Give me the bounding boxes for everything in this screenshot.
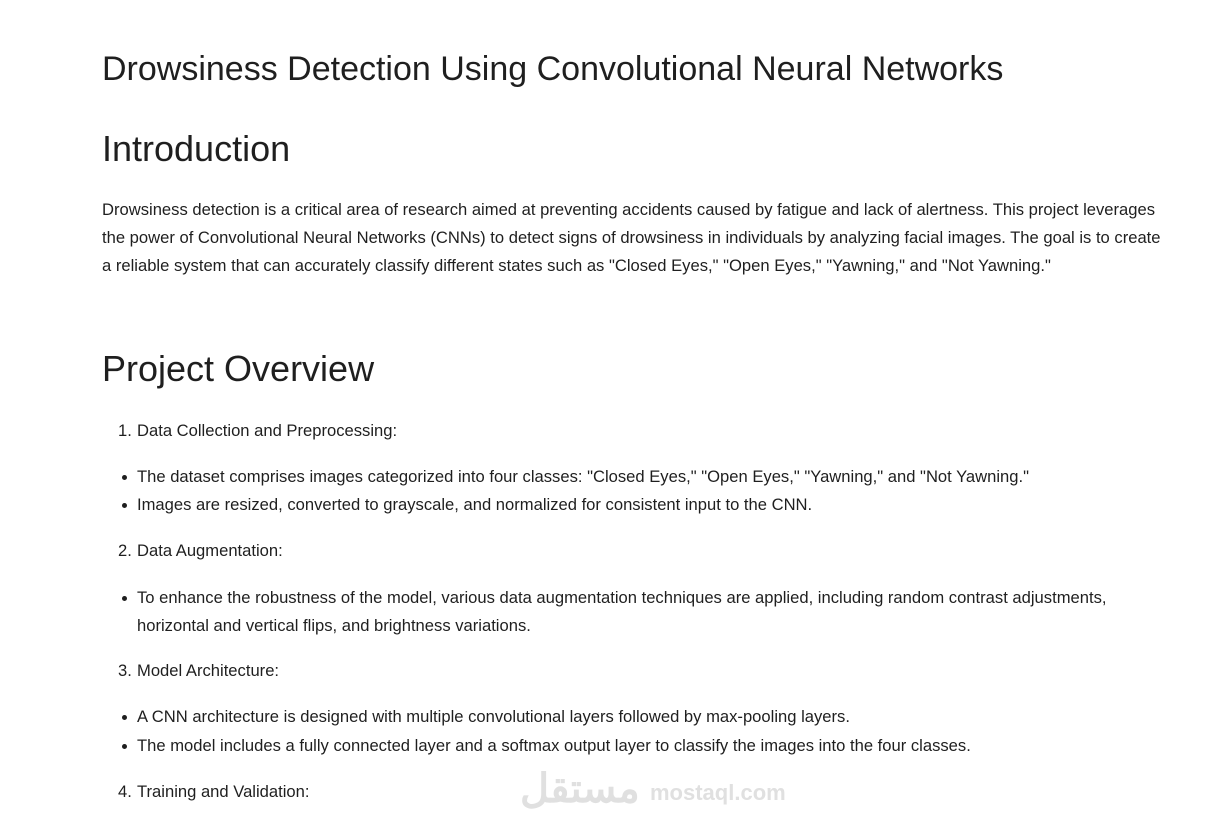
watermark-logo: مستقل bbox=[520, 767, 640, 811]
list-label: Data Augmentation: bbox=[137, 541, 283, 560]
list-item-1: 1. Data Collection and Preprocessing: bbox=[118, 417, 1167, 445]
bullet-item: The model includes a fully connected lay… bbox=[122, 732, 1167, 760]
bullet-item: Images are resized, converted to graysca… bbox=[122, 491, 1167, 519]
bullet-text: The dataset comprises images categorized… bbox=[137, 467, 1030, 486]
bullet-icon bbox=[122, 596, 127, 601]
bullet-text: To enhance the robustness of the model, … bbox=[137, 588, 1107, 635]
bullet-icon bbox=[122, 715, 127, 720]
bullet-text: Images are resized, converted to graysca… bbox=[137, 495, 813, 514]
list-label: Model Architecture: bbox=[137, 661, 280, 680]
watermark-text: mostaql.com bbox=[650, 780, 786, 805]
list-item-3: 3. Model Architecture: bbox=[118, 657, 1167, 685]
bullet-icon bbox=[122, 744, 127, 749]
list-number: 3. bbox=[118, 661, 132, 680]
list-label: Training and Validation: bbox=[137, 782, 310, 801]
bullet-icon bbox=[122, 503, 127, 508]
overview-heading: Project Overview bbox=[102, 348, 375, 389]
list-number: 2. bbox=[118, 541, 132, 560]
bullet-item: A CNN architecture is designed with mult… bbox=[122, 703, 1167, 731]
intro-heading: Introduction bbox=[102, 128, 291, 169]
bullet-text: A CNN architecture is designed with mult… bbox=[137, 707, 850, 726]
page-title: Drowsiness Detection Using Convolutional… bbox=[102, 50, 1004, 88]
list-item-4: 4. Training and Validation: bbox=[118, 778, 437, 806]
bullet-item: The dataset comprises images categorized… bbox=[122, 463, 1167, 491]
list-number: 4. bbox=[118, 782, 132, 801]
list-item-2: 2. Data Augmentation: bbox=[118, 537, 1167, 565]
bullet-item: To enhance the robustness of the model, … bbox=[122, 584, 1162, 640]
bullet-text: The model includes a fully connected lay… bbox=[137, 736, 971, 755]
list-label: Data Collection and Preprocessing: bbox=[137, 421, 398, 440]
list-number: 1. bbox=[118, 421, 132, 440]
intro-paragraph: Drowsiness detection is a critical area … bbox=[102, 200, 1161, 275]
bullet-icon bbox=[122, 475, 127, 480]
